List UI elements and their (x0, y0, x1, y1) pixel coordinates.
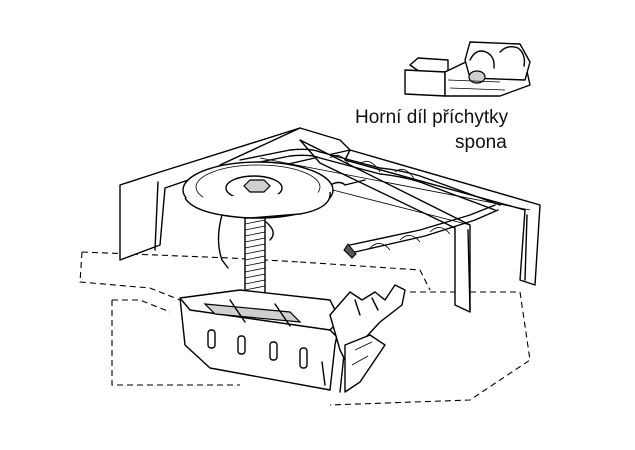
caption-clip-spona: spona (455, 132, 507, 153)
caption-clip-top-part: Horní díl příchytky (355, 107, 509, 128)
clip-top-part (404, 41, 531, 97)
dashed-frame (79, 251, 531, 406)
bottom-bracket (179, 284, 406, 393)
washer-and-bolt (182, 161, 334, 269)
